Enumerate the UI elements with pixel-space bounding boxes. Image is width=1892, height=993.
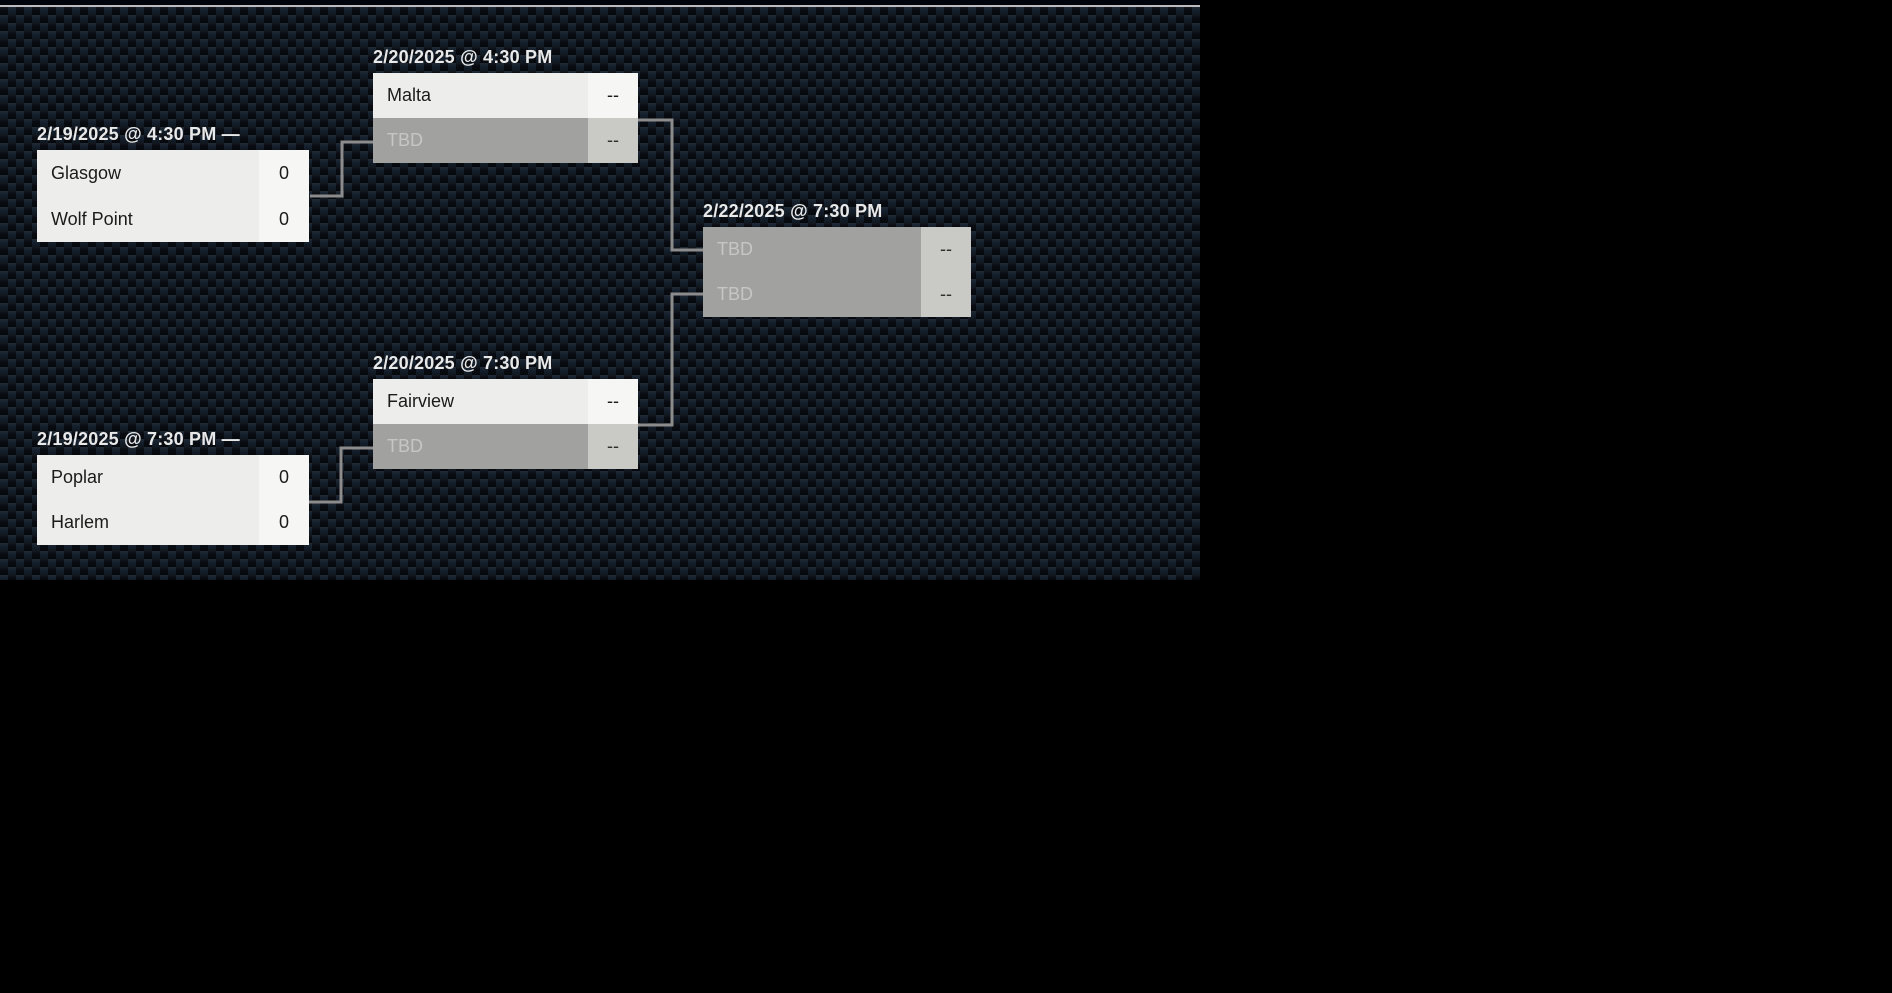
team-row[interactable]: TBD -- xyxy=(703,227,971,272)
team-name: TBD xyxy=(373,118,588,163)
match-card-4: 2/22/2025 @ 7:30 PM TBD -- TBD -- xyxy=(703,201,971,317)
team-name: Harlem xyxy=(37,500,259,545)
matchup-box: Fairview -- TBD -- xyxy=(373,379,638,469)
team-row[interactable]: Malta -- xyxy=(373,73,638,118)
team-name: TBD xyxy=(703,272,921,317)
team-score: 0 xyxy=(259,500,309,545)
team-score: -- xyxy=(921,227,971,272)
match-datetime: 2/20/2025 @ 4:30 PM xyxy=(373,47,553,67)
match-card-1: 2/19/2025 @ 4:30 PM — Glasgow 0 Wolf Poi… xyxy=(37,124,309,242)
match-datetime: 2/19/2025 @ 7:30 PM — xyxy=(37,429,240,449)
team-name: Poplar xyxy=(37,455,259,500)
team-row[interactable]: Harlem 0 xyxy=(37,500,309,545)
team-row[interactable]: Fairview -- xyxy=(373,379,638,424)
board-top-divider xyxy=(0,5,1200,7)
team-row[interactable]: TBD -- xyxy=(373,118,638,163)
team-row[interactable]: Wolf Point 0 xyxy=(37,196,309,242)
team-score: -- xyxy=(588,118,638,163)
team-name: TBD xyxy=(373,424,588,469)
team-row[interactable]: Poplar 0 xyxy=(37,455,309,500)
matchup-box: Glasgow 0 Wolf Point 0 xyxy=(37,150,309,242)
match-card-3: 2/20/2025 @ 7:30 PM Fairview -- TBD -- xyxy=(373,353,638,469)
team-name: Glasgow xyxy=(37,150,259,196)
team-score: 0 xyxy=(259,455,309,500)
match-card-2: 2/20/2025 @ 4:30 PM Malta -- TBD -- xyxy=(373,47,638,163)
team-score: 0 xyxy=(259,150,309,196)
team-name: Malta xyxy=(373,73,588,118)
team-name: Fairview xyxy=(373,379,588,424)
team-name: Wolf Point xyxy=(37,196,259,242)
matchup-box: Poplar 0 Harlem 0 xyxy=(37,455,309,545)
match-datetime: 2/19/2025 @ 4:30 PM — xyxy=(37,124,240,144)
team-row[interactable]: TBD -- xyxy=(373,424,638,469)
match-datetime: 2/22/2025 @ 7:30 PM xyxy=(703,201,883,221)
team-name: TBD xyxy=(703,227,921,272)
team-score: -- xyxy=(588,73,638,118)
team-score: 0 xyxy=(259,196,309,242)
team-row[interactable]: Glasgow 0 xyxy=(37,150,309,196)
matchup-box: TBD -- TBD -- xyxy=(703,227,971,317)
matchup-box: Malta -- TBD -- xyxy=(373,73,638,163)
match-datetime: 2/20/2025 @ 7:30 PM xyxy=(373,353,553,373)
team-score: -- xyxy=(588,379,638,424)
bracket-board: 2/19/2025 @ 4:30 PM — Glasgow 0 Wolf Poi… xyxy=(0,0,1200,580)
match-card-5: 2/19/2025 @ 7:30 PM — Poplar 0 Harlem 0 xyxy=(37,429,309,545)
team-row[interactable]: TBD -- xyxy=(703,272,971,317)
team-score: -- xyxy=(921,272,971,317)
team-score: -- xyxy=(588,424,638,469)
